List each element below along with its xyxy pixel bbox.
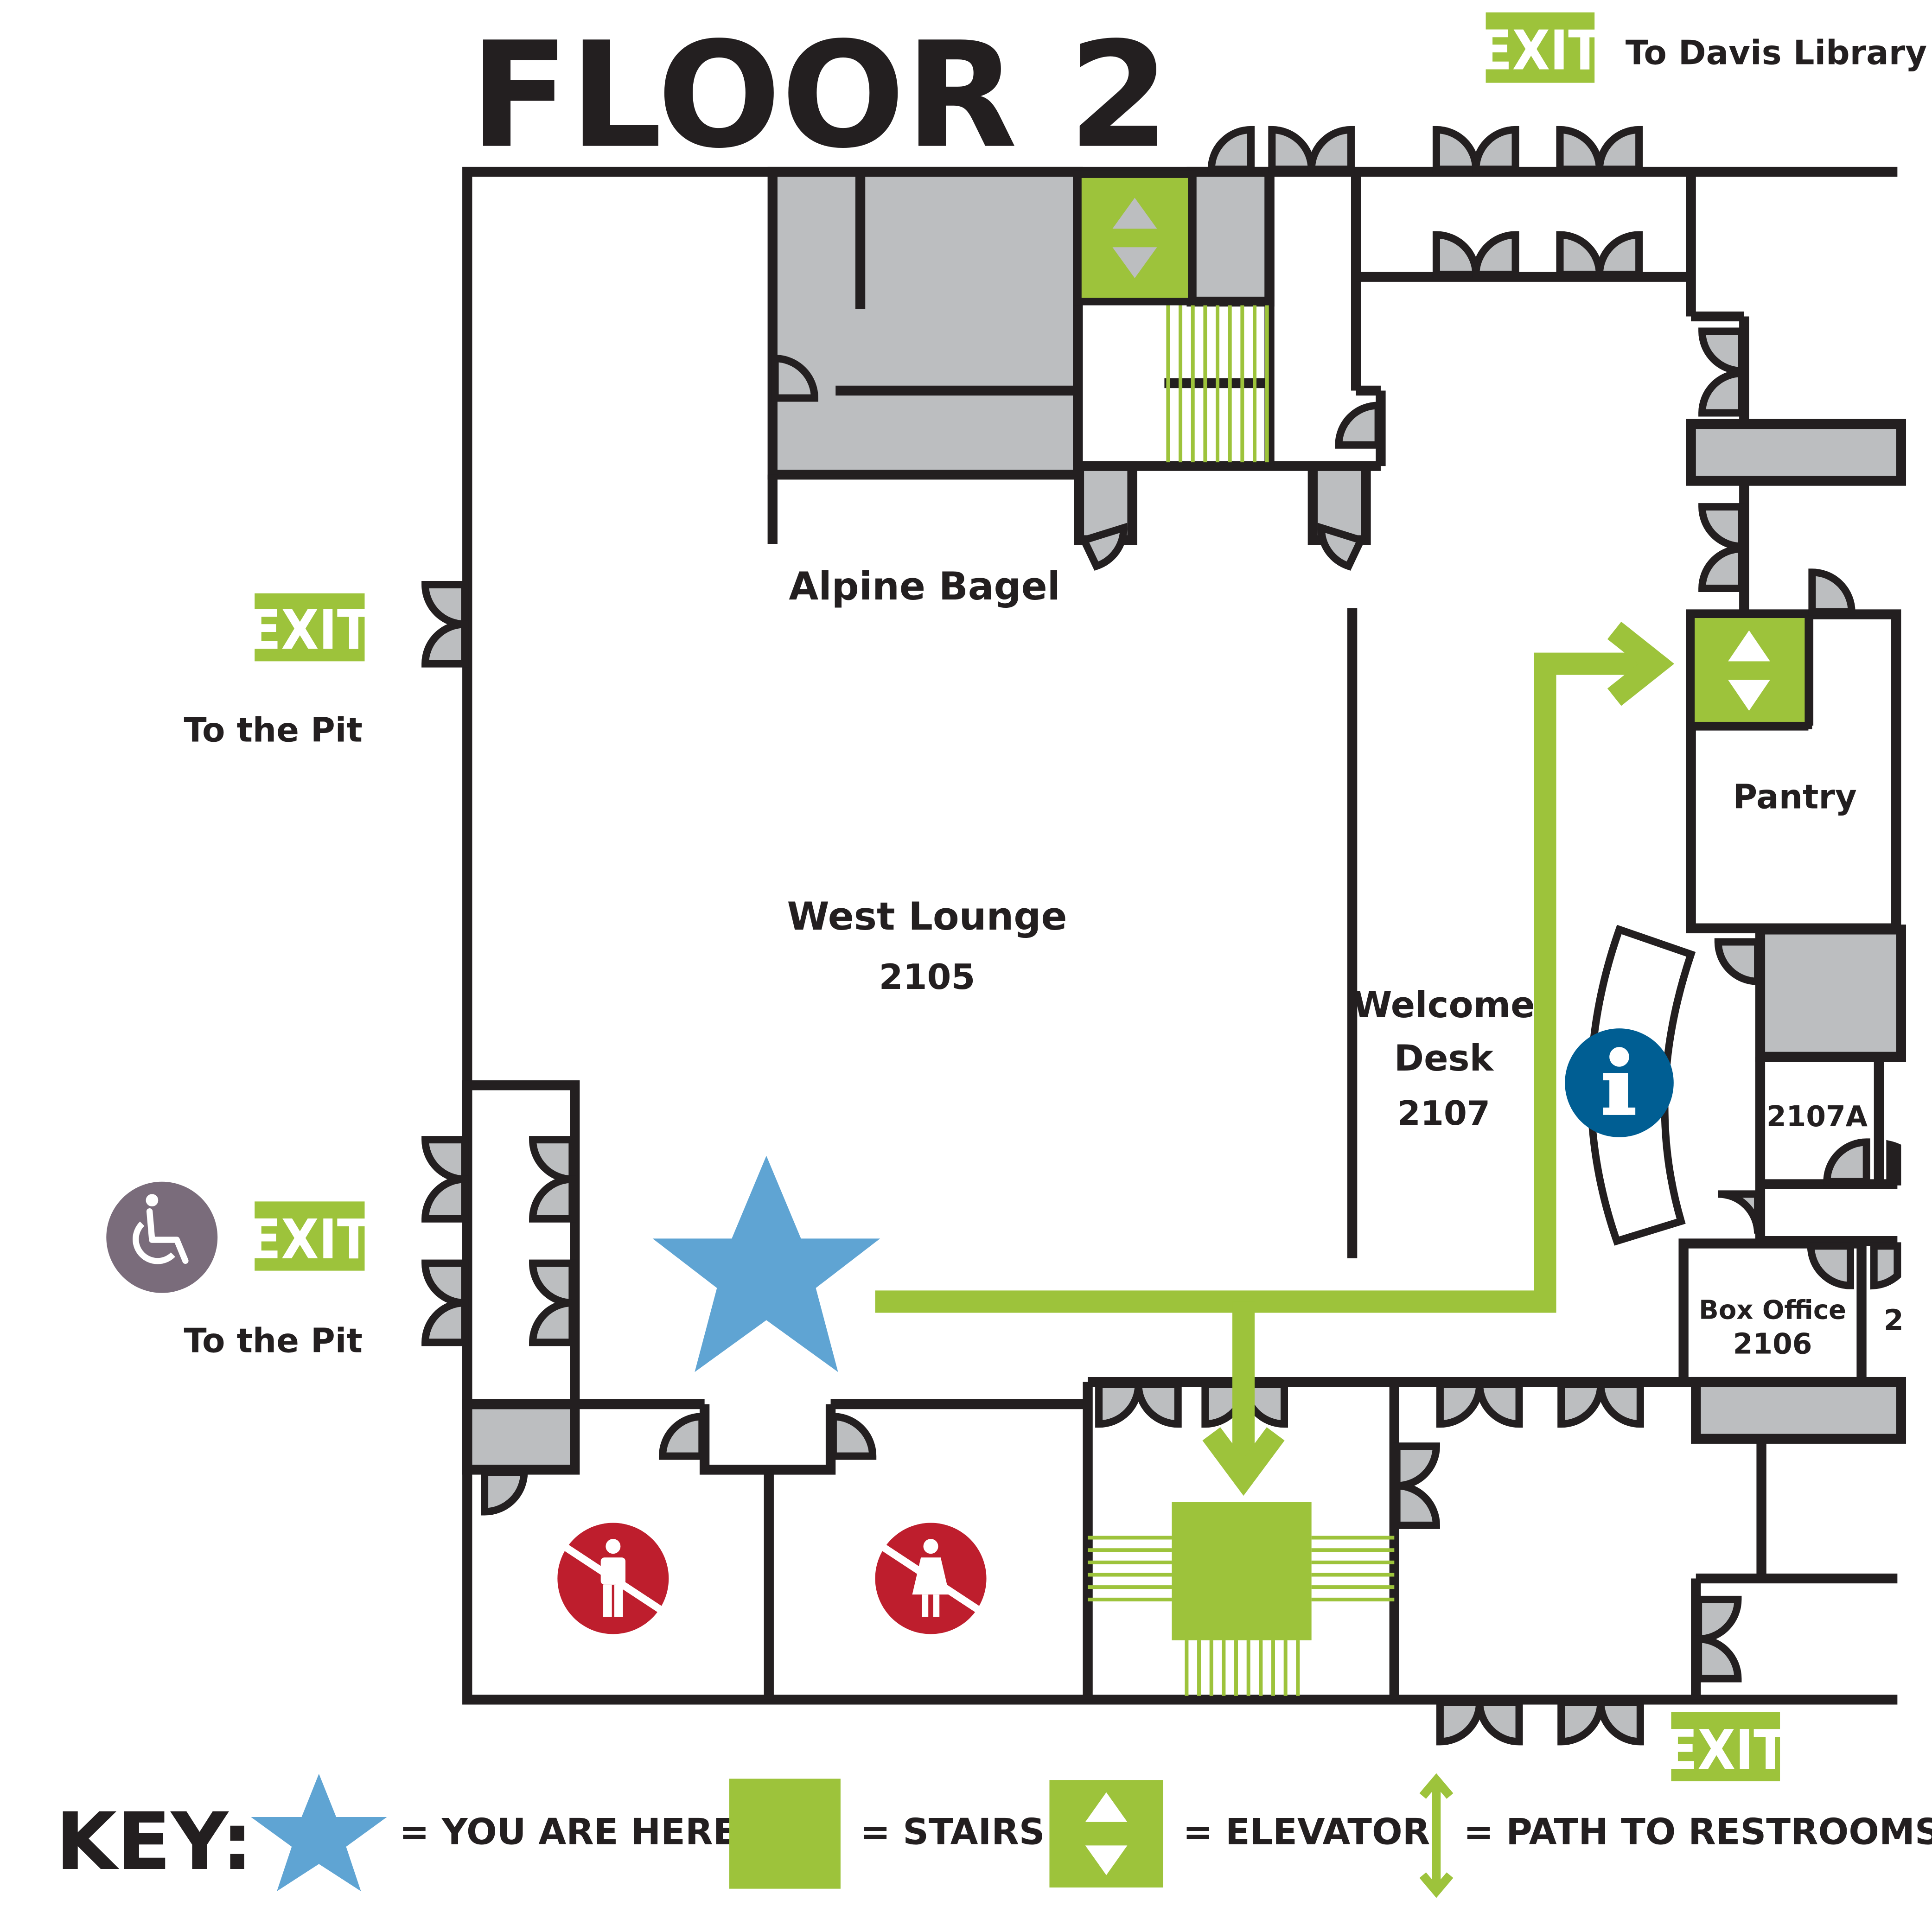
room-welcome-desk-number: 2107 — [1397, 1094, 1490, 1133]
exit-sign-bg — [1486, 12, 1595, 83]
room-welcome-desk-line2: Desk — [1394, 1038, 1494, 1079]
room-alpine-bagel: Alpine Bagel — [789, 564, 1060, 609]
storage-west — [462, 1399, 580, 1475]
exit-label: EXIT — [248, 599, 370, 662]
stairs-north — [1166, 305, 1269, 463]
room-partial-number: 2 — [1884, 1304, 1904, 1337]
exit-sign-pit-upper: EXIT — [248, 593, 370, 662]
key-title: KEY: — [56, 1796, 253, 1888]
key-path-arrow-icon — [1419, 1773, 1454, 1898]
exit-sign-pit-lower: EXIT — [248, 1201, 370, 1271]
elevator-north — [1074, 170, 1196, 306]
doors — [421, 126, 1901, 1746]
wall-segment-east — [1686, 419, 1906, 486]
room-box-office-number: 2106 — [1733, 1327, 1812, 1360]
room-west-lounge-number: 2105 — [879, 957, 976, 997]
room-box-office-name: Box Office — [1699, 1295, 1846, 1326]
exit-destination-davis: To Davis Library — [1626, 33, 1927, 72]
elevator-east — [1687, 611, 1812, 729]
key-stairs: = STAIRS — [861, 1811, 1045, 1853]
info-icon — [1565, 1028, 1674, 1137]
path-to-restrooms — [875, 621, 1675, 1496]
key-path: = PATH TO RESTROOMS — [1464, 1811, 1932, 1853]
exit-sign-davis: EXIT — [1479, 12, 1602, 83]
exit-label: EXIT — [1479, 19, 1602, 82]
exit-destination-pit-lower: To the Pit — [184, 1321, 363, 1360]
stairs-south — [1088, 1502, 1395, 1696]
exit-label: EXIT — [1664, 1718, 1787, 1782]
floor-title: FLOOR 2 — [470, 11, 1170, 181]
exit-sign-bottom: EXIT — [1664, 1712, 1787, 1782]
room-west-lounge-name: West Lounge — [787, 894, 1067, 939]
key-stairs-icon — [729, 1779, 841, 1889]
wheelchair-accessible-icon — [106, 1181, 218, 1293]
exit-destination-pit-upper: To the Pit — [184, 711, 363, 750]
alpine-bagel-kitchen — [767, 166, 1083, 480]
room-welcome-desk-line1: Welcome — [1352, 984, 1535, 1026]
key-elevator-icon — [1049, 1780, 1163, 1888]
exit-label: EXIT — [248, 1208, 370, 1271]
you-are-here-star-icon — [652, 1155, 880, 1372]
mens-restroom-icon — [557, 1523, 669, 1634]
room-pantry: Pantry — [1733, 778, 1856, 816]
storage-east — [1755, 925, 1906, 1062]
wall-segment-southeast — [1691, 1377, 1906, 1444]
key-star-icon — [251, 1773, 387, 1892]
womens-restroom-icon — [875, 1523, 987, 1634]
key-elevator: = ELEVATOR — [1183, 1811, 1430, 1853]
map-key: KEY: = YOU ARE HERE = STAIRS = ELEVATOR … — [56, 1773, 1932, 1898]
room-2107a: 2107A — [1766, 1100, 1868, 1133]
service-room-top — [1186, 166, 1275, 307]
key-you-are-here: = YOU ARE HERE — [399, 1811, 737, 1853]
